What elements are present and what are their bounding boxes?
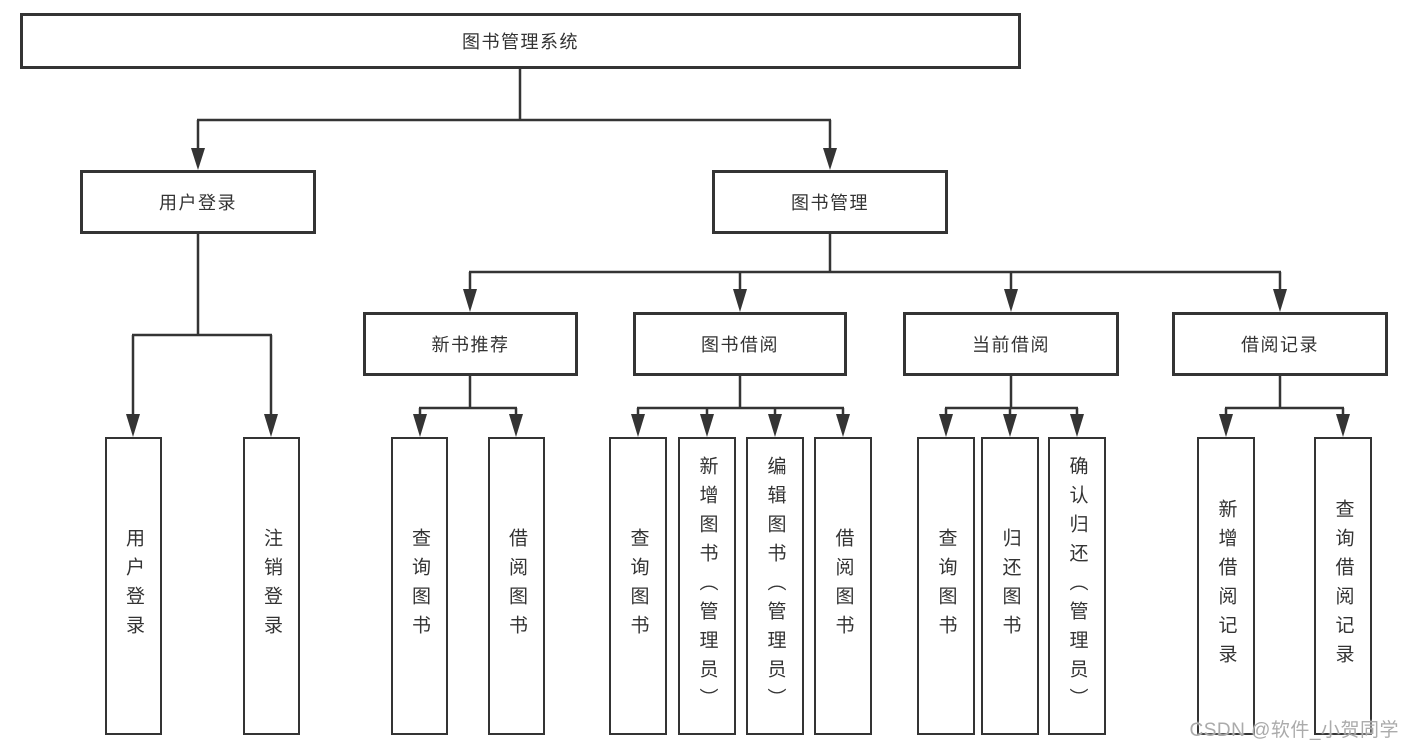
leaf-query-books-recommend: 查询图书 (391, 437, 448, 735)
node-label: 新书推荐 (431, 335, 510, 355)
connector-book-management-split (463, 234, 1287, 312)
connector-new-book-recommend-split (413, 376, 523, 437)
node-book-borrowing: 图书借阅 (633, 312, 847, 376)
leaf-edit-books-admin: 编辑图书（管理员） (746, 437, 804, 735)
node-borrowing-records: 借阅记录 (1172, 312, 1388, 376)
node-label: 当前借阅 (972, 335, 1050, 355)
node-label: 编辑图书（管理员） (764, 455, 786, 717)
node-label: 查询图书 (627, 528, 649, 644)
leaf-borrow-books-borrowing: 借阅图书 (814, 437, 872, 735)
leaf-borrow-books-recommend: 借阅图书 (488, 437, 545, 735)
leaf-confirm-return-admin: 确认归还（管理员） (1048, 437, 1106, 735)
connector-borrowing-records-split (1219, 376, 1350, 437)
node-label: 图书管理系统 (462, 32, 579, 52)
node-book-management: 图书管理 (712, 170, 948, 234)
leaf-query-borrow-record: 查询借阅记录 (1314, 437, 1372, 735)
node-label: 查询借阅记录 (1332, 499, 1354, 673)
connector-book-borrowing-split (631, 376, 850, 437)
leaf-user-login: 用户登录 (105, 437, 162, 735)
node-label: 借阅图书 (832, 528, 854, 644)
node-label: 新增借阅记录 (1215, 499, 1237, 673)
leaf-add-books-admin: 新增图书（管理员） (678, 437, 736, 735)
node-label: 查询图书 (935, 528, 957, 644)
node-label: 图书管理 (791, 193, 869, 213)
node-label: 归还图书 (999, 528, 1021, 644)
leaf-query-books-borrowing: 查询图书 (609, 437, 667, 735)
node-label: 用户登录 (159, 193, 237, 213)
leaf-query-books-current: 查询图书 (917, 437, 975, 735)
node-current-borrowing: 当前借阅 (903, 312, 1119, 376)
node-label: 借阅记录 (1241, 335, 1319, 355)
watermark-text: CSDN @软件_小贺同学 (1189, 720, 1399, 741)
node-label: 用户登录 (123, 528, 144, 644)
leaf-return-books: 归还图书 (981, 437, 1039, 735)
node-library-system: 图书管理系统 (20, 13, 1021, 69)
leaf-add-borrow-record: 新增借阅记录 (1197, 437, 1255, 735)
node-new-book-recommendation: 新书推荐 (363, 312, 578, 376)
node-label: 确认归还（管理员） (1066, 455, 1088, 717)
node-label: 借阅图书 (506, 528, 527, 644)
node-label: 新增图书（管理员） (696, 455, 718, 717)
connector-root-split (191, 69, 837, 170)
node-label: 查询图书 (409, 528, 430, 644)
connector-current-borrowing-split (939, 376, 1084, 437)
leaf-logout-login: 注销登录 (243, 437, 300, 735)
node-label: 注销登录 (261, 528, 282, 644)
node-user-login-branch: 用户登录 (80, 170, 316, 234)
node-label: 图书借阅 (701, 335, 779, 355)
connector-user-login-split (126, 234, 278, 437)
